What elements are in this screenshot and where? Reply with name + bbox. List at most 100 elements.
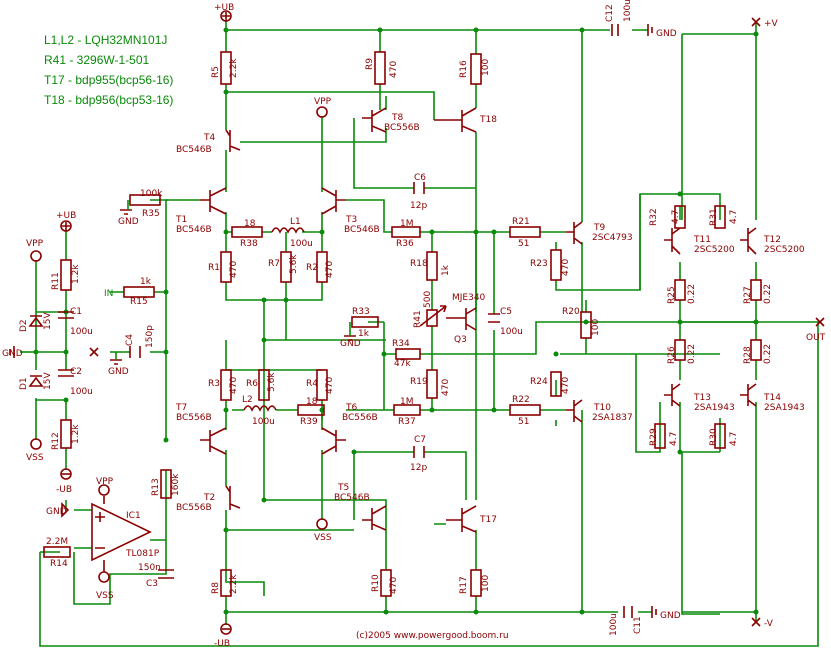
c2-val: 100u — [70, 387, 93, 397]
r5-ref: R5 — [211, 66, 221, 78]
gnd-left-label: GND — [2, 349, 23, 359]
t2-part: BC556B — [176, 503, 212, 513]
t1-part: BC546B — [176, 225, 212, 235]
t6-ref: T6 — [345, 403, 357, 413]
r1-ref: R1 — [208, 263, 220, 273]
r37-val: 1M — [400, 397, 414, 407]
r28-val: 0.22 — [763, 344, 773, 364]
r15-ref: R15 — [130, 297, 148, 307]
d2-val: 15V — [43, 312, 53, 330]
r38-ref: R38 — [240, 239, 258, 249]
r9-val: 470 — [389, 61, 399, 78]
r25-val: 0.22 — [687, 284, 697, 304]
t4-ref: T4 — [203, 133, 215, 143]
r32-ref: R32 — [649, 208, 659, 226]
t12-ref: T12 — [763, 235, 781, 245]
r8-val: 2.2k — [229, 574, 239, 594]
r26-val: 0.22 — [687, 344, 697, 364]
r7-val: 5.6k — [289, 254, 299, 274]
r32-val: 4.7 — [671, 210, 681, 224]
r5-val: 2.2k — [229, 58, 239, 78]
t7-part: BC556B — [176, 413, 212, 423]
c12-val: 100u — [623, 0, 633, 22]
r6-ref: R6 — [246, 379, 258, 389]
t4-part: BC546B — [176, 145, 212, 155]
r33-ref: R33 — [352, 307, 370, 317]
r18-val: 1k — [441, 264, 451, 276]
input-label: IN — [104, 289, 113, 299]
r11-val: 1.2k — [71, 264, 81, 284]
r13-ref: R13 — [151, 478, 161, 496]
r14-val: 2.2M — [46, 537, 68, 547]
r19-val: 470 — [441, 379, 451, 396]
t3-part: BC546B — [344, 225, 380, 235]
l1-ref: L1 — [290, 217, 301, 227]
l1-val: 100u — [290, 239, 313, 249]
d1-val: 15V — [43, 372, 53, 390]
r31-ref: R31 — [709, 208, 719, 226]
c1-val: 100u — [70, 327, 93, 337]
neg-ub-label: -UB — [214, 639, 230, 649]
r24-ref: R24 — [530, 377, 548, 387]
neg-ub-left-label: -UB — [56, 485, 72, 495]
c2-ref: C2 — [70, 367, 82, 377]
r8-ref: R8 — [211, 582, 221, 594]
q3-ref: Q3 — [454, 335, 467, 345]
r33-val: 1k — [358, 329, 370, 339]
c3-val: 150n — [138, 563, 161, 573]
pos-ub-left-label: +UB — [56, 211, 76, 221]
r16-val: 100 — [481, 59, 491, 76]
inductor-labels: L1 100u L2 100u — [242, 217, 313, 427]
l2-val: 100u — [252, 417, 275, 427]
copyright-text: (c)2005 www.powergood.boom.ru — [356, 631, 509, 641]
r38-val: 18 — [244, 219, 256, 229]
r39-val: 18 — [306, 397, 318, 407]
t8-ref: T8 — [391, 113, 403, 123]
resistor-labels: R1 470 R2 470 R3 470 R4 470 R5 2.2k R6 5… — [46, 58, 773, 594]
r26-ref: R26 — [667, 346, 677, 364]
t12-part: 2SC5200 — [764, 245, 805, 255]
r18-ref: R18 — [410, 259, 428, 269]
t7-ref: T7 — [175, 403, 187, 413]
r3-ref: R3 — [208, 379, 220, 389]
r21-val: 51 — [518, 239, 529, 249]
r28-ref: R28 — [743, 346, 753, 364]
r1-val: 470 — [229, 261, 239, 278]
wires — [20, 20, 820, 647]
gnd-r33-label: GND — [340, 339, 361, 349]
r37-ref: R37 — [398, 417, 416, 427]
inductors — [243, 227, 305, 412]
ic1-ref: IC1 — [126, 511, 141, 521]
vss-mid-label: VSS — [314, 533, 332, 543]
transistors — [200, 107, 757, 533]
r21-ref: R21 — [512, 217, 530, 227]
t3-ref: T3 — [345, 215, 357, 225]
r36-val: 1M — [400, 219, 414, 229]
r39-ref: R39 — [300, 417, 318, 427]
r24-val: 470 — [561, 377, 571, 394]
t10-part: 2SA1837 — [592, 413, 633, 423]
vpp-left-label: VPP — [26, 239, 44, 249]
ic1-part: TL081P — [125, 549, 160, 559]
t5-part: BC546B — [334, 493, 370, 503]
t11-ref: T11 — [693, 235, 711, 245]
r22-ref: R22 — [512, 395, 530, 405]
r20-ref: R20 — [562, 307, 580, 317]
pos-ub-label: +UB — [214, 3, 234, 13]
c6-val: 12p — [410, 201, 427, 211]
t17-ref: T17 — [479, 515, 497, 525]
t18-ref: T18 — [479, 115, 497, 125]
r13-val: 160k — [171, 473, 181, 496]
r4-ref: R4 — [306, 379, 318, 389]
r17-ref: R17 — [459, 576, 469, 594]
t14-ref: T14 — [763, 393, 781, 403]
c7-ref: C7 — [414, 435, 426, 445]
r2-val: 470 — [325, 261, 335, 278]
r34-ref: R34 — [392, 339, 410, 349]
t8-part: BC556B — [384, 123, 420, 133]
l2-ref: L2 — [242, 395, 253, 405]
r27-ref: R27 — [743, 286, 753, 304]
t14-part: 2SA1943 — [764, 403, 805, 413]
r41-ref: R41 — [413, 310, 423, 328]
